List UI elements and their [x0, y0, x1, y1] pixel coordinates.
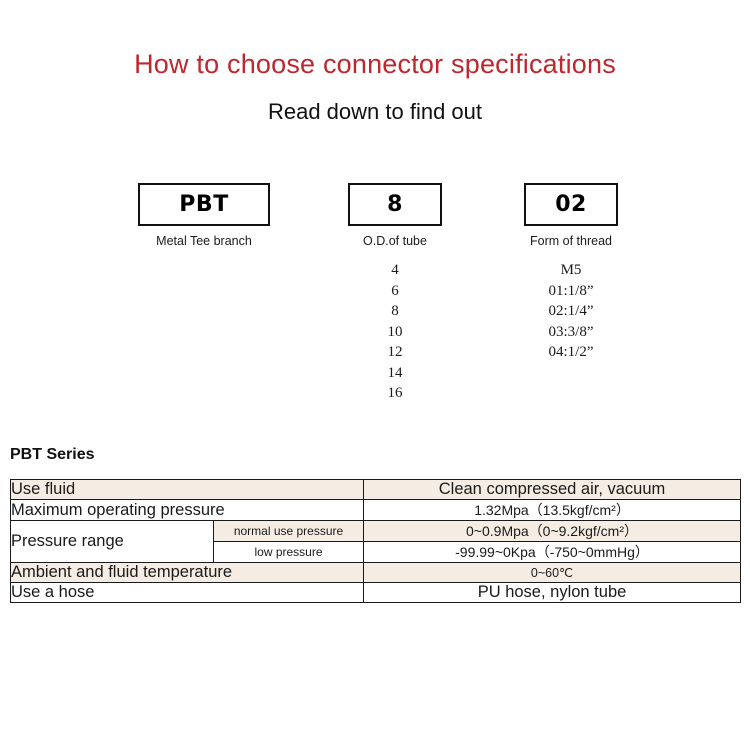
code-caption-tube: O.D.of tube — [363, 234, 427, 248]
code-value-series: PBT — [179, 192, 229, 217]
code-breakdown-section: PBT Metal Tee branch 8 O.D.of tube 4 6 8… — [0, 183, 750, 423]
code-caption-thread: Form of thread — [530, 234, 612, 248]
row-value: PU hose, nylon tube — [363, 582, 742, 603]
page-title: How to choose connector specifications — [134, 49, 616, 79]
row-label-pressure-range: Pressure range — [10, 520, 214, 563]
code-option: 10 — [387, 323, 403, 340]
table-row: Use fluid Clean compressed air, vacuum — [9, 479, 742, 500]
row-value: -99.99~0Kpa（-750~0mmHg） — [363, 541, 742, 563]
table-row: Ambient and fluid temperature 0~60℃ — [9, 562, 742, 583]
code-option: 14 — [387, 364, 403, 381]
code-option: M5 — [560, 262, 582, 278]
row-label: Maximum operating pressure — [9, 499, 365, 521]
code-option: 04:1/2” — [548, 344, 594, 360]
row-label: Ambient and fluid temperature — [9, 562, 365, 583]
code-box-thread: 02 — [524, 183, 618, 226]
row-value: Clean compressed air, vacuum — [363, 479, 742, 500]
code-column-thread: 02 Form of thread M5 01:1/8” 02:1/4” 03:… — [524, 183, 618, 363]
code-option: 02:1/4” — [548, 303, 594, 319]
row-sublabel: low pressure — [212, 541, 365, 563]
code-options-thread: M5 01:1/8” 02:1/4” 03:3/8” 04:1/2” — [484, 260, 658, 363]
row-label: Use a hose — [9, 582, 365, 603]
code-option: 6 — [391, 282, 399, 299]
code-option: 16 — [387, 385, 403, 401]
row-label: Use fluid — [9, 479, 365, 500]
page-subtitle: Read down to find out — [267, 99, 483, 124]
row-value: 0~0.9Mpa（0~9.2kgf/cm²） — [363, 520, 742, 542]
series-heading: PBT Series — [10, 446, 95, 463]
code-column-tube: 8 O.D.of tube 4 6 8 10 12 14 16 — [348, 183, 442, 404]
code-caption-series: Metal Tee branch — [156, 234, 252, 248]
code-value-tube: 8 — [387, 192, 403, 217]
table-row: Pressure range normal use pressure 0~0.9… — [10, 520, 742, 563]
code-option: 01:1/8” — [548, 282, 594, 299]
code-value-thread: 02 — [555, 192, 587, 217]
code-option: 12 — [387, 344, 403, 360]
code-column-series: PBT Metal Tee branch — [138, 183, 270, 260]
table-row: Use a hose PU hose, nylon tube — [9, 582, 742, 603]
row-value: 1.32Mpa（13.5kgf/cm²） — [363, 499, 742, 521]
code-box-series: PBT — [138, 183, 270, 226]
row-sublabel: normal use pressure — [212, 520, 365, 542]
code-option: 03:3/8” — [548, 323, 594, 340]
code-box-tube: 8 — [348, 183, 442, 226]
code-option: 4 — [391, 262, 399, 278]
code-option: 8 — [391, 303, 399, 319]
row-value: 0~60℃ — [363, 562, 742, 583]
table-row: Maximum operating pressure 1.32Mpa（13.5k… — [9, 499, 742, 521]
code-options-tube: 4 6 8 10 12 14 16 — [308, 260, 482, 404]
specification-table: Use fluid Clean compressed air, vacuum M… — [9, 479, 742, 603]
